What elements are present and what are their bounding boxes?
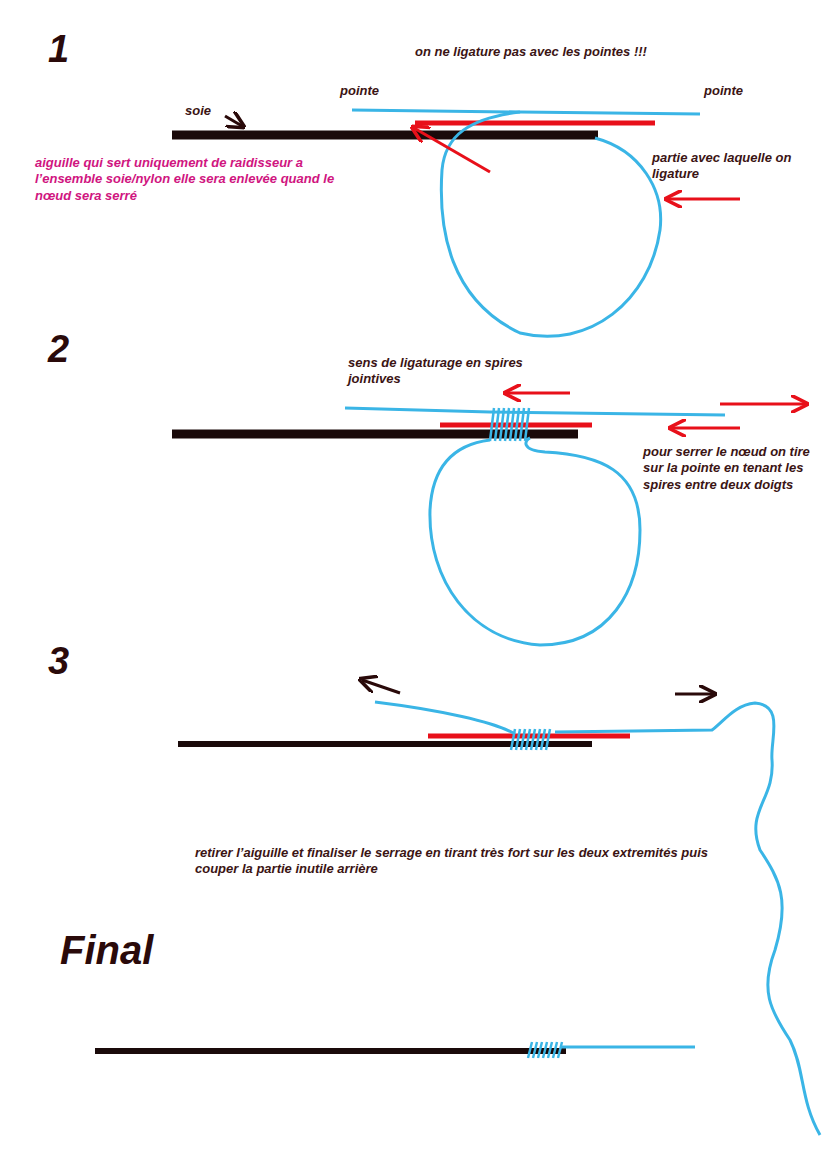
- coil-windings: [536, 729, 540, 750]
- panel-final: [560, 1046, 695, 1049]
- needle-note: aiguille qui sert uniquement de raidisse…: [35, 155, 335, 204]
- panel-two: [430, 438, 640, 645]
- coil-windings: [548, 1042, 552, 1058]
- coil-windings: [538, 1042, 542, 1058]
- coil-windings: [526, 729, 530, 750]
- panel-one: [172, 110, 740, 336]
- part-label: pointe: [340, 83, 379, 99]
- coil-windings: [490, 408, 494, 441]
- panel-one: [415, 121, 655, 126]
- step-number: 2: [48, 330, 69, 368]
- panel-final: [95, 1042, 695, 1058]
- panel-three: [375, 702, 515, 734]
- coil-windings: [505, 408, 509, 441]
- instruction-note: retirer l’aiguille et finaliser le serra…: [195, 845, 725, 878]
- warning-note: on ne ligature pas avec les pointes !!!: [415, 44, 647, 60]
- coil-windings: [516, 729, 520, 750]
- coil-windings: [511, 729, 515, 750]
- coil-windings: [546, 729, 550, 750]
- panel-three: [362, 680, 400, 693]
- coil-windings: [521, 729, 525, 750]
- panel-two: [720, 403, 805, 406]
- coil-windings: [533, 1042, 537, 1058]
- coil-windings: [490, 408, 529, 441]
- coil-windings: [558, 1042, 562, 1058]
- coil-windings: [511, 729, 550, 750]
- panel-three: [178, 680, 820, 1135]
- step-number: 3: [48, 642, 69, 680]
- panel-three: [675, 693, 713, 696]
- part-label: partie avec laquelle on ligature: [652, 150, 822, 183]
- panel-one: [225, 116, 242, 126]
- coil-windings: [541, 729, 545, 750]
- panel-one: [414, 128, 490, 172]
- coil-windings: [531, 729, 535, 750]
- step-title: Final: [60, 930, 153, 970]
- coil-windings: [525, 408, 529, 441]
- part-label: pointe: [704, 83, 743, 99]
- panel-one: [668, 198, 740, 201]
- coil-windings: [520, 408, 524, 441]
- panel-final: [95, 1048, 566, 1054]
- panel-three: [178, 741, 592, 747]
- coil-windings: [510, 408, 514, 441]
- coil-windings: [528, 1042, 532, 1058]
- panel-two: [172, 393, 805, 645]
- step-number: 1: [48, 30, 69, 68]
- instruction-note: pour serrer le nœud on tire sur la point…: [643, 444, 823, 493]
- panel-two: [345, 408, 725, 415]
- panel-two: [507, 392, 570, 395]
- panel-one: [172, 131, 598, 140]
- coil-windings: [528, 1042, 562, 1058]
- panel-two: [672, 427, 740, 430]
- panel-three: [555, 703, 820, 1135]
- coil-windings: [543, 1042, 547, 1058]
- coil-windings: [553, 1042, 557, 1058]
- direction-note: sens de ligaturage en spires jointives: [348, 355, 548, 388]
- coil-windings: [495, 408, 499, 441]
- panel-one: [352, 110, 700, 114]
- part-label: soie: [185, 103, 211, 119]
- panel-one: [441, 112, 660, 336]
- coil-windings: [500, 408, 504, 441]
- coil-windings: [515, 408, 519, 441]
